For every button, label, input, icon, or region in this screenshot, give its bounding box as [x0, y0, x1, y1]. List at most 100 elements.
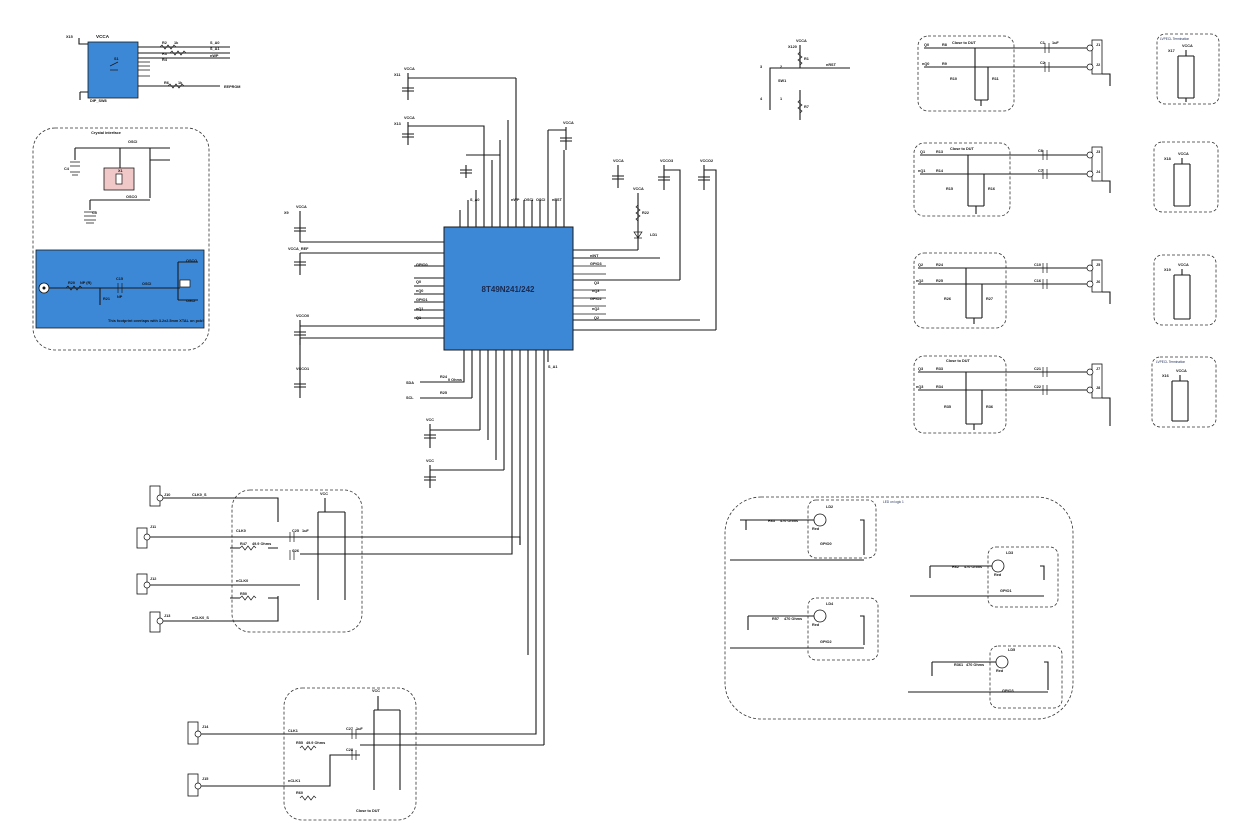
gpio-ld5: LD5	[1008, 648, 1015, 652]
gpio-ld3: LD3	[1006, 551, 1013, 555]
out3-c22: C22	[1034, 385, 1041, 389]
net-eeprom: EEPROM	[224, 85, 240, 89]
gpio-r57-val: 470 Ohms	[784, 617, 802, 621]
clk0-input-block: J10 J11 J12 J13 CLK0_S CLK0 nCLK0 nCLK0_…	[136, 485, 521, 633]
term0-caption: LVPECL Termination	[1160, 37, 1189, 41]
termination-block-1: VCCA X18	[1153, 141, 1219, 213]
dip-r6: R6	[164, 81, 169, 85]
supply-vcco0: VCCO0	[296, 314, 309, 318]
supply-decoupling-block: VCCA X9 VCCA_REF VCCO0 VCCO1 VCCA X11 VC…	[284, 67, 717, 488]
out0-r10: R10	[950, 77, 957, 81]
crystal-dashed-outline	[32, 127, 210, 351]
out0-j2: J2	[1096, 63, 1100, 67]
gpio-r57: R57	[772, 617, 779, 621]
pin-gpio2: GPIO2	[590, 297, 602, 301]
out1-c7: C7	[1038, 169, 1043, 173]
ext-cap: C15	[116, 277, 123, 281]
clk0-r47: R47	[240, 542, 247, 546]
clk0-c25-val: 1uF	[302, 529, 309, 533]
term0-vcca: VCCA	[1182, 44, 1193, 48]
supply-x13: X13	[394, 122, 401, 126]
dip-switch-block: VCCA X15 S1 DIP_SW8 R2 1k R3 R4 S_A0 S_A…	[66, 34, 240, 103]
pin-nq0: nQ0	[416, 289, 423, 293]
clk1-r60: R60	[296, 791, 303, 795]
pin-nq2: nQ2	[592, 307, 599, 311]
pin-q0: Q0	[416, 280, 421, 284]
supply-x9: X9	[284, 211, 289, 215]
output-block-2: Q2 nQ2 R24 R25 R26 R27 C10 C16 J5 J6	[913, 252, 1111, 329]
pin-s-a1: S_A1	[548, 365, 558, 369]
i2c-r-value-1: 0 Ohms	[448, 378, 462, 382]
termination-block-0: LVPECL Termination VCCA X17	[1156, 33, 1220, 105]
gpio-led-title: LED on logic 1	[883, 500, 904, 504]
out0-j1: J1	[1096, 43, 1100, 47]
clk1-c28: C28	[346, 748, 353, 752]
out1-j4: J4	[1096, 170, 1101, 174]
main-ic-body	[443, 226, 574, 351]
nclk0-s-label: nCLK0_S	[192, 616, 209, 620]
output-block-3: Close to DUT Q3 nQ3 R33 R34 R35 R36 C21 …	[913, 355, 1111, 434]
dip-part-label: DIP_SW8	[90, 99, 107, 103]
out0-c1: C1	[1040, 41, 1045, 45]
gpio-gpio0: GPIO0	[820, 542, 832, 546]
supply-vcca-3: VCCA	[404, 116, 415, 120]
clk1-caption: Close to DUT	[356, 809, 381, 813]
supply-vcc-2: VCC	[426, 459, 434, 463]
ext-cap-value: NP	[117, 295, 123, 299]
reset-pin4: 4	[760, 97, 763, 101]
out1-caption: Close to DUT	[950, 147, 975, 151]
supply-vcca-5: VCCA	[613, 159, 624, 163]
clk1-c27: C27	[346, 727, 353, 731]
nclk1-label: nCLK1	[288, 779, 300, 783]
term1-vcca: VCCA	[1178, 152, 1189, 156]
pin-nq1: nQ1	[416, 307, 423, 311]
pin-nint: nINT	[590, 254, 599, 258]
termination-block-3: LVPECL Termination VCCA X16	[1151, 356, 1217, 428]
pin-gpio1: GPIO1	[416, 298, 428, 302]
pin-s-a0: S_A0	[470, 198, 480, 202]
led-vcca: VCCA	[633, 187, 644, 191]
out1-q: Q1	[920, 150, 925, 154]
supply-vcco2: VCCO2	[700, 159, 713, 163]
pin-q1: Q1	[416, 316, 421, 320]
out2-c16: C16	[1034, 279, 1041, 283]
out3-nq: nQ3	[916, 385, 923, 389]
led-r22: R22	[642, 211, 649, 215]
supply-vcca-ref: VCCA_REF	[288, 247, 309, 251]
ext-footprint-note: This footprint overlaps with 3.2x2.5mm X…	[108, 319, 204, 323]
i2c-block: SDA SCL R24 R25 0 Ohms	[406, 375, 472, 400]
output-block-0: Close to DUT Q0 nQ0 R8 R9 R10 R11 C1 1uF…	[917, 35, 1111, 112]
clk0-vcc: VCC	[320, 492, 328, 496]
pin-nrst: nRST	[552, 198, 563, 202]
dip-r3: R3	[162, 52, 167, 56]
clk1-r55-val: 49.9 Ohms	[306, 741, 325, 745]
out0-q: Q0	[924, 43, 929, 47]
clk1-label: CLK1	[288, 729, 298, 733]
supply-x11: X11	[394, 73, 401, 77]
supply-vcca-4: VCCA	[563, 121, 574, 125]
out1-nq: nQ1	[918, 169, 925, 173]
ext-clock-blue-panel	[35, 249, 205, 329]
dip-switch-ref: S1	[114, 57, 119, 61]
crystal-osci-label: OSCI	[128, 140, 137, 144]
clk1-j14: J14	[202, 725, 209, 729]
reset-r1: R1	[804, 57, 809, 61]
gpio-ld2-color: Red	[812, 527, 820, 531]
clk0-c26: C26	[292, 549, 299, 553]
termination-block-2: VCCA X19	[1153, 254, 1217, 326]
out2-c10: C10	[1034, 263, 1041, 267]
out1-j3: J3	[1096, 150, 1100, 154]
out3-q: Q3	[918, 367, 923, 371]
term2-vcca: VCCA	[1178, 263, 1189, 267]
out2-r25: R25	[936, 279, 943, 283]
out1-c6: C6	[1038, 149, 1043, 153]
pin-q3: Q3	[594, 281, 599, 285]
nclk0-label: nCLK0	[236, 579, 248, 583]
out2-j6: J6	[1096, 280, 1100, 284]
clk0-c25: C25	[292, 529, 299, 533]
dip-r2-value: 1k	[174, 41, 179, 45]
reset-r7: R7	[804, 105, 809, 109]
ext-r21: R21	[103, 297, 110, 301]
clk0-s-label: CLK0_S	[192, 493, 207, 497]
